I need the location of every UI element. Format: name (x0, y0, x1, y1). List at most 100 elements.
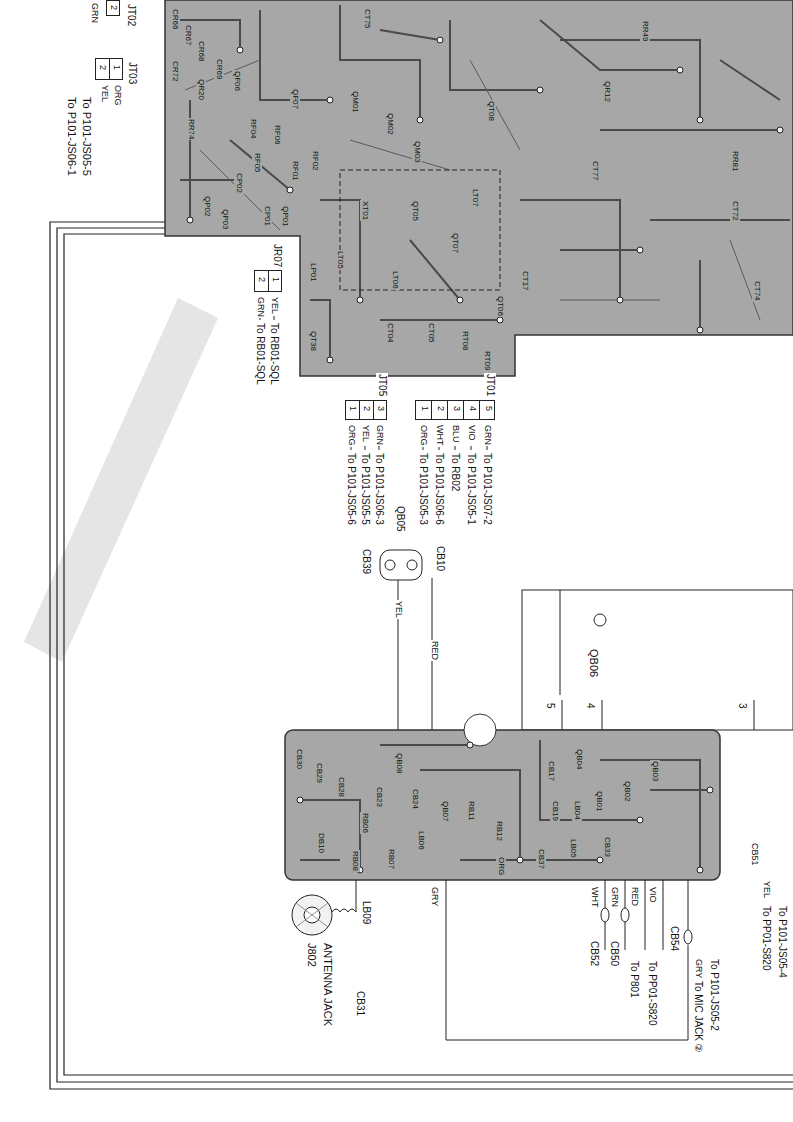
connector-wires (379, 446, 380, 450)
component-ref: RT09 (482, 350, 492, 371)
wire-label: CB10 (434, 545, 446, 572)
wire-destination: To P101-JS07-2 (481, 452, 493, 526)
wire-label: LB09 (360, 900, 372, 925)
wire-label: GRN (89, 2, 100, 24)
component-ref: CT05 (426, 322, 436, 344)
drawing (457, 297, 463, 303)
pin-number: 1 (419, 405, 430, 412)
component-ref: QT08 (486, 100, 496, 122)
component-ref: CR72 (170, 60, 180, 82)
wire-label: QB06 (587, 648, 600, 678)
component-ref: QR20 (196, 78, 206, 101)
drawing (437, 37, 443, 43)
wire-label: VIO (647, 886, 658, 904)
heatsink-qb06 (522, 590, 793, 730)
wire-label: ORG (112, 84, 123, 107)
wire-destination: To P101-JS06-3 (373, 452, 385, 526)
component-ref: QT07 (450, 232, 460, 254)
component-ref: CT72 (730, 200, 740, 222)
cell-divider (109, 59, 110, 79)
component-ref: DB10 (316, 832, 326, 854)
transistor-qb05 (380, 550, 422, 580)
connector-wires (455, 446, 456, 450)
wire-destination: To RB01-SQL (268, 322, 280, 386)
component-ref: QP02 (202, 195, 212, 217)
connector-box: JT0154321 (415, 400, 495, 420)
heatsink-qb06 (602, 700, 603, 730)
wire-label: J802 (305, 942, 318, 968)
wire-destination: To P101-JS06-6 (433, 452, 445, 526)
component-ref: QB03 (650, 760, 660, 782)
pcb-lower (464, 714, 496, 746)
heatsink-qb06 (522, 590, 793, 730)
component-ref: LB04 (572, 800, 582, 821)
component-ref: LT06 (390, 270, 400, 290)
component-ref: RF05 (252, 152, 262, 174)
wire-destination: To P801 (628, 960, 640, 999)
connector-wires (423, 446, 424, 450)
component-ref: LB05 (568, 838, 578, 859)
component-ref: RB06 (360, 812, 370, 834)
component-ref: QM03 (412, 140, 422, 164)
wire-destination: To PP01-S820 (760, 905, 772, 972)
wire-destination: To P101-JS05-5 (359, 452, 371, 526)
component-ref: CT74 (752, 280, 762, 302)
wire-label: YEL (269, 296, 280, 315)
wire-destination: To MIC JACK ② (692, 980, 704, 1054)
pcb-lower (300, 740, 710, 870)
connector-wires (439, 446, 440, 450)
drawing (707, 787, 713, 793)
component-ref: RR74 (186, 118, 196, 140)
wire-destination: To RB02 (449, 452, 461, 492)
connector-wires (487, 446, 488, 450)
antenna-jack (296, 903, 328, 927)
cell-divider (431, 401, 432, 419)
wire-label: CB54 (668, 925, 680, 952)
wire-label: CB31 (354, 990, 366, 1017)
component-ref: RB07 (386, 848, 396, 870)
component-ref: CB30 (294, 748, 304, 770)
pin-number: 5 (483, 405, 494, 412)
wire-destination: To PP01-S820 (646, 960, 658, 1027)
transistor-qb05 (407, 560, 417, 570)
component-ref: QB07 (440, 800, 450, 822)
wire-label: YEL (99, 84, 110, 103)
drawing (517, 857, 523, 863)
harness-wires (446, 880, 688, 1040)
component-ref: QT38 (308, 330, 318, 352)
drawing (637, 817, 643, 823)
connector-name: JT01 (484, 373, 496, 397)
component-ref: CB17 (546, 760, 556, 782)
transistor-qb05 (385, 560, 395, 570)
pcb-upper (165, 0, 793, 376)
wire-label: CB39 (360, 548, 372, 575)
component-ref: CB29 (314, 762, 324, 784)
pin-number: 4 (467, 405, 478, 412)
pin-number: 3 (375, 405, 386, 412)
component-ref: XT01 (360, 200, 370, 221)
component-ref: CT75 (362, 8, 372, 30)
wire-destination: To P101-JS05-4 (776, 905, 788, 979)
pcb-lower (285, 714, 720, 880)
harness-wires (645, 880, 646, 950)
wire-destination: ANTENNA JACK (321, 942, 334, 1027)
cell-divider (463, 401, 464, 419)
wire-label: ORG (418, 424, 429, 447)
component-ref: RB11 (466, 800, 476, 821)
drawing (297, 797, 303, 803)
component-ref: QR12 (602, 80, 612, 103)
component-ref: CB19 (550, 800, 560, 822)
wire-label: GRN (482, 424, 493, 446)
component-ref: RR49 (640, 20, 650, 42)
connector-box: JR0721 (254, 270, 282, 292)
transistor-qb05 (380, 550, 432, 730)
component-ref: ORG (496, 856, 506, 876)
pin-number: 2 (108, 4, 119, 11)
wire-label: YEL (393, 600, 404, 619)
connector-name: JT02 (125, 3, 137, 27)
wire-label: GRN (255, 296, 266, 318)
pcb-lower (285, 730, 720, 880)
drawing (467, 742, 473, 748)
component-ref: LT07 (470, 188, 480, 208)
pin-number: 2 (97, 64, 108, 71)
